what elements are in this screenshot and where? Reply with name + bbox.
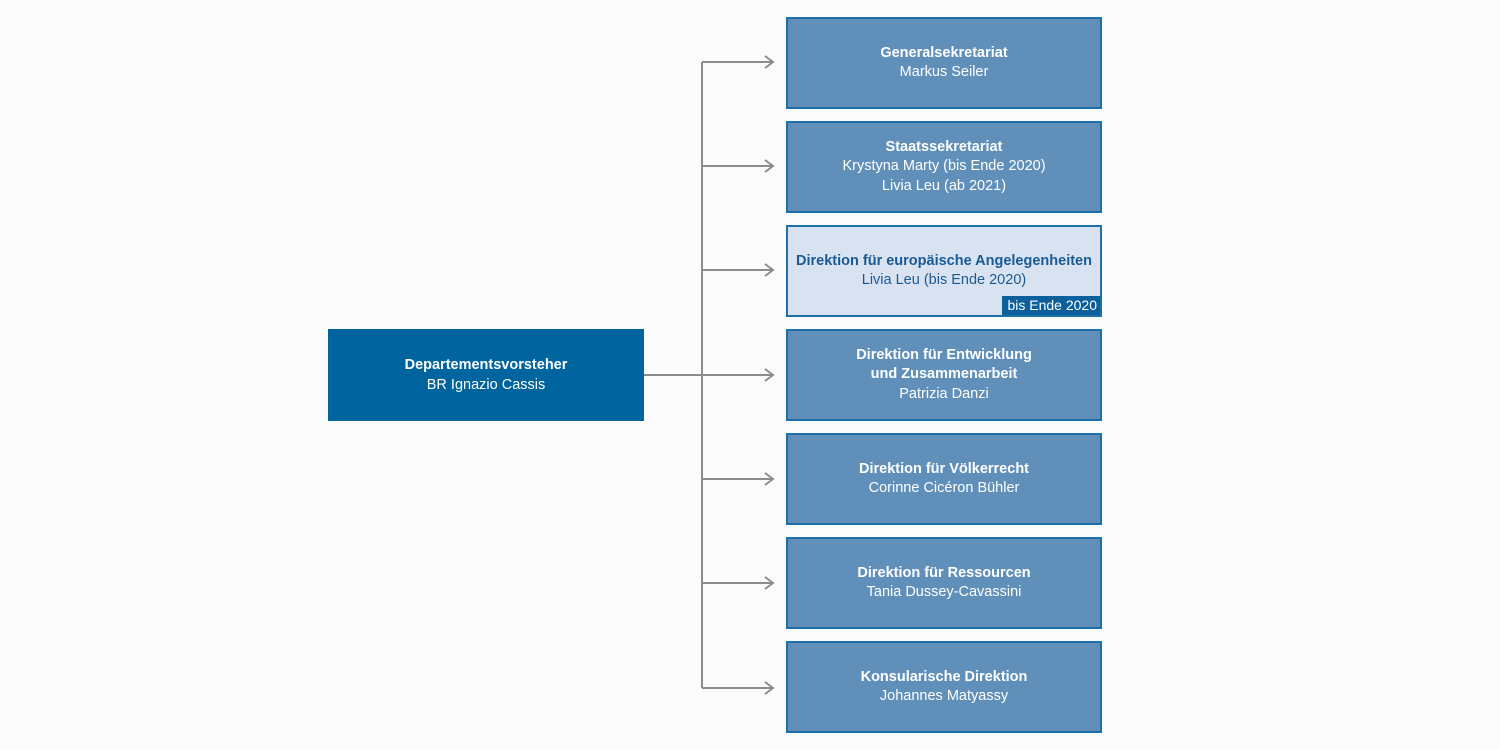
unit-box-ressourcen: Direktion für Ressourcen Tania Dussey-Ca… — [786, 537, 1102, 629]
unit-box-voelkerrecht: Direktion für Völkerrecht Corinne Cicéro… — [786, 433, 1102, 525]
head-name: BR Ignazio Cassis — [426, 377, 546, 393]
unit-box-konsularische-direktion: Konsularische Direktion Johannes Matyass… — [786, 641, 1102, 733]
status-badge: bis Ende 2020 — [1002, 296, 1100, 315]
unit-person: Krystyna Marty (bis Ende 2020) — [842, 158, 1046, 175]
unit-box-staatssekretariat: Staatssekretariat Krystyna Marty (bis En… — [786, 121, 1102, 213]
unit-title: Direktion für Völkerrecht — [858, 460, 1029, 477]
arrowhead-icon — [764, 576, 775, 590]
unit-title: Direktion für Entwicklung — [856, 346, 1032, 363]
arrowhead-icon — [764, 681, 775, 695]
head-of-department-box: Departementsvorsteher BR Ignazio Cassis — [328, 329, 644, 421]
unit-box-europaeische-angelegenheiten: Direktion für europäische Angelegenheite… — [786, 225, 1102, 317]
unit-person: Markus Seiler — [899, 64, 989, 80]
unit-person: Corinne Cicéron Bühler — [868, 480, 1020, 496]
unit-title: Staatssekretariat — [885, 138, 1003, 155]
arrowhead-icon — [764, 263, 775, 277]
unit-person: Livia Leu (bis Ende 2020) — [861, 272, 1027, 288]
unit-title: Direktion für europäische Angelegenheite… — [796, 252, 1092, 269]
unit-title-line-2: und Zusammenarbeit — [870, 366, 1018, 383]
unit-box-entwicklung-zusammenarbeit: Direktion für Entwicklung und Zusammenar… — [786, 329, 1102, 421]
unit-title: Direktion für Ressourcen — [857, 564, 1031, 581]
unit-person: Livia Leu (ab 2021) — [881, 177, 1007, 194]
arrowhead-icon — [764, 368, 775, 382]
unit-person: Patrizia Danzi — [899, 385, 989, 402]
arrowhead-icon — [764, 472, 775, 486]
unit-person: Tania Dussey-Cavassini — [866, 584, 1022, 600]
unit-title: Generalsekretariat — [880, 44, 1008, 61]
unit-person: Johannes Matyassy — [879, 688, 1009, 704]
arrowhead-icon — [764, 159, 775, 173]
unit-box-generalsekretariat: Generalsekretariat Markus Seiler — [786, 17, 1102, 109]
arrowhead-icon — [764, 55, 775, 69]
unit-title: Konsularische Direktion — [860, 668, 1028, 685]
head-title: Departementsvorsteher — [404, 357, 568, 373]
